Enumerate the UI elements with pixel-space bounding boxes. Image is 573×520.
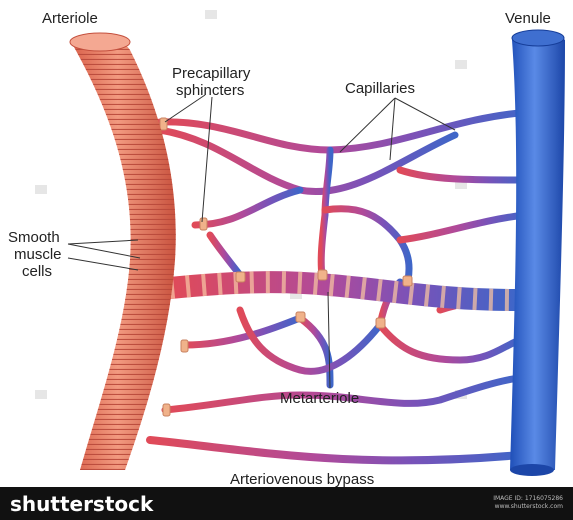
capillary-branch-e	[400, 170, 525, 180]
arteriovenous-bypass	[150, 440, 520, 460]
metarteriole-label: Metarteriole	[280, 390, 359, 407]
image-id-block: IMAGE ID: 1716075286 www.shutterstock.co…	[493, 495, 563, 511]
venule-vessel	[510, 30, 565, 476]
precapillary-label-line2: sphincters	[176, 82, 244, 99]
arteriole-label: Arteriole	[42, 10, 98, 27]
capillary-top	[160, 112, 530, 150]
capillaries-label: Capillaries	[345, 80, 415, 97]
precapillary-sphincters	[160, 118, 412, 416]
smooth-muscle-label-line1: Smooth	[8, 229, 60, 246]
site-url: www.shutterstock.com	[493, 503, 563, 511]
smooth-muscle-label-line2: muscle	[14, 246, 62, 263]
shutterstock-logo: shutterstock	[10, 492, 153, 516]
capillary-lower-3	[240, 310, 380, 371]
capillary-branch-d	[210, 235, 240, 275]
capillary-branch-c	[400, 215, 525, 240]
smooth-muscle-label-line3: cells	[22, 263, 52, 280]
image-id: IMAGE ID: 1716075286	[493, 495, 563, 503]
arteriole-vessel	[70, 33, 176, 470]
capillary-lower-4	[380, 325, 520, 360]
capillary-upper-mid	[195, 190, 300, 225]
venule-label: Venule	[505, 10, 551, 27]
av-bypass-label: Arteriovenous bypass	[230, 471, 374, 488]
capillary-lower-2	[300, 318, 330, 385]
precapillary-label-line1: Precapillary	[172, 65, 251, 82]
metarteriole-vessel	[170, 282, 515, 300]
stock-footer: shutterstock IMAGE ID: 1716075286 www.sh…	[0, 487, 573, 520]
capillary-branch-b	[325, 209, 409, 280]
